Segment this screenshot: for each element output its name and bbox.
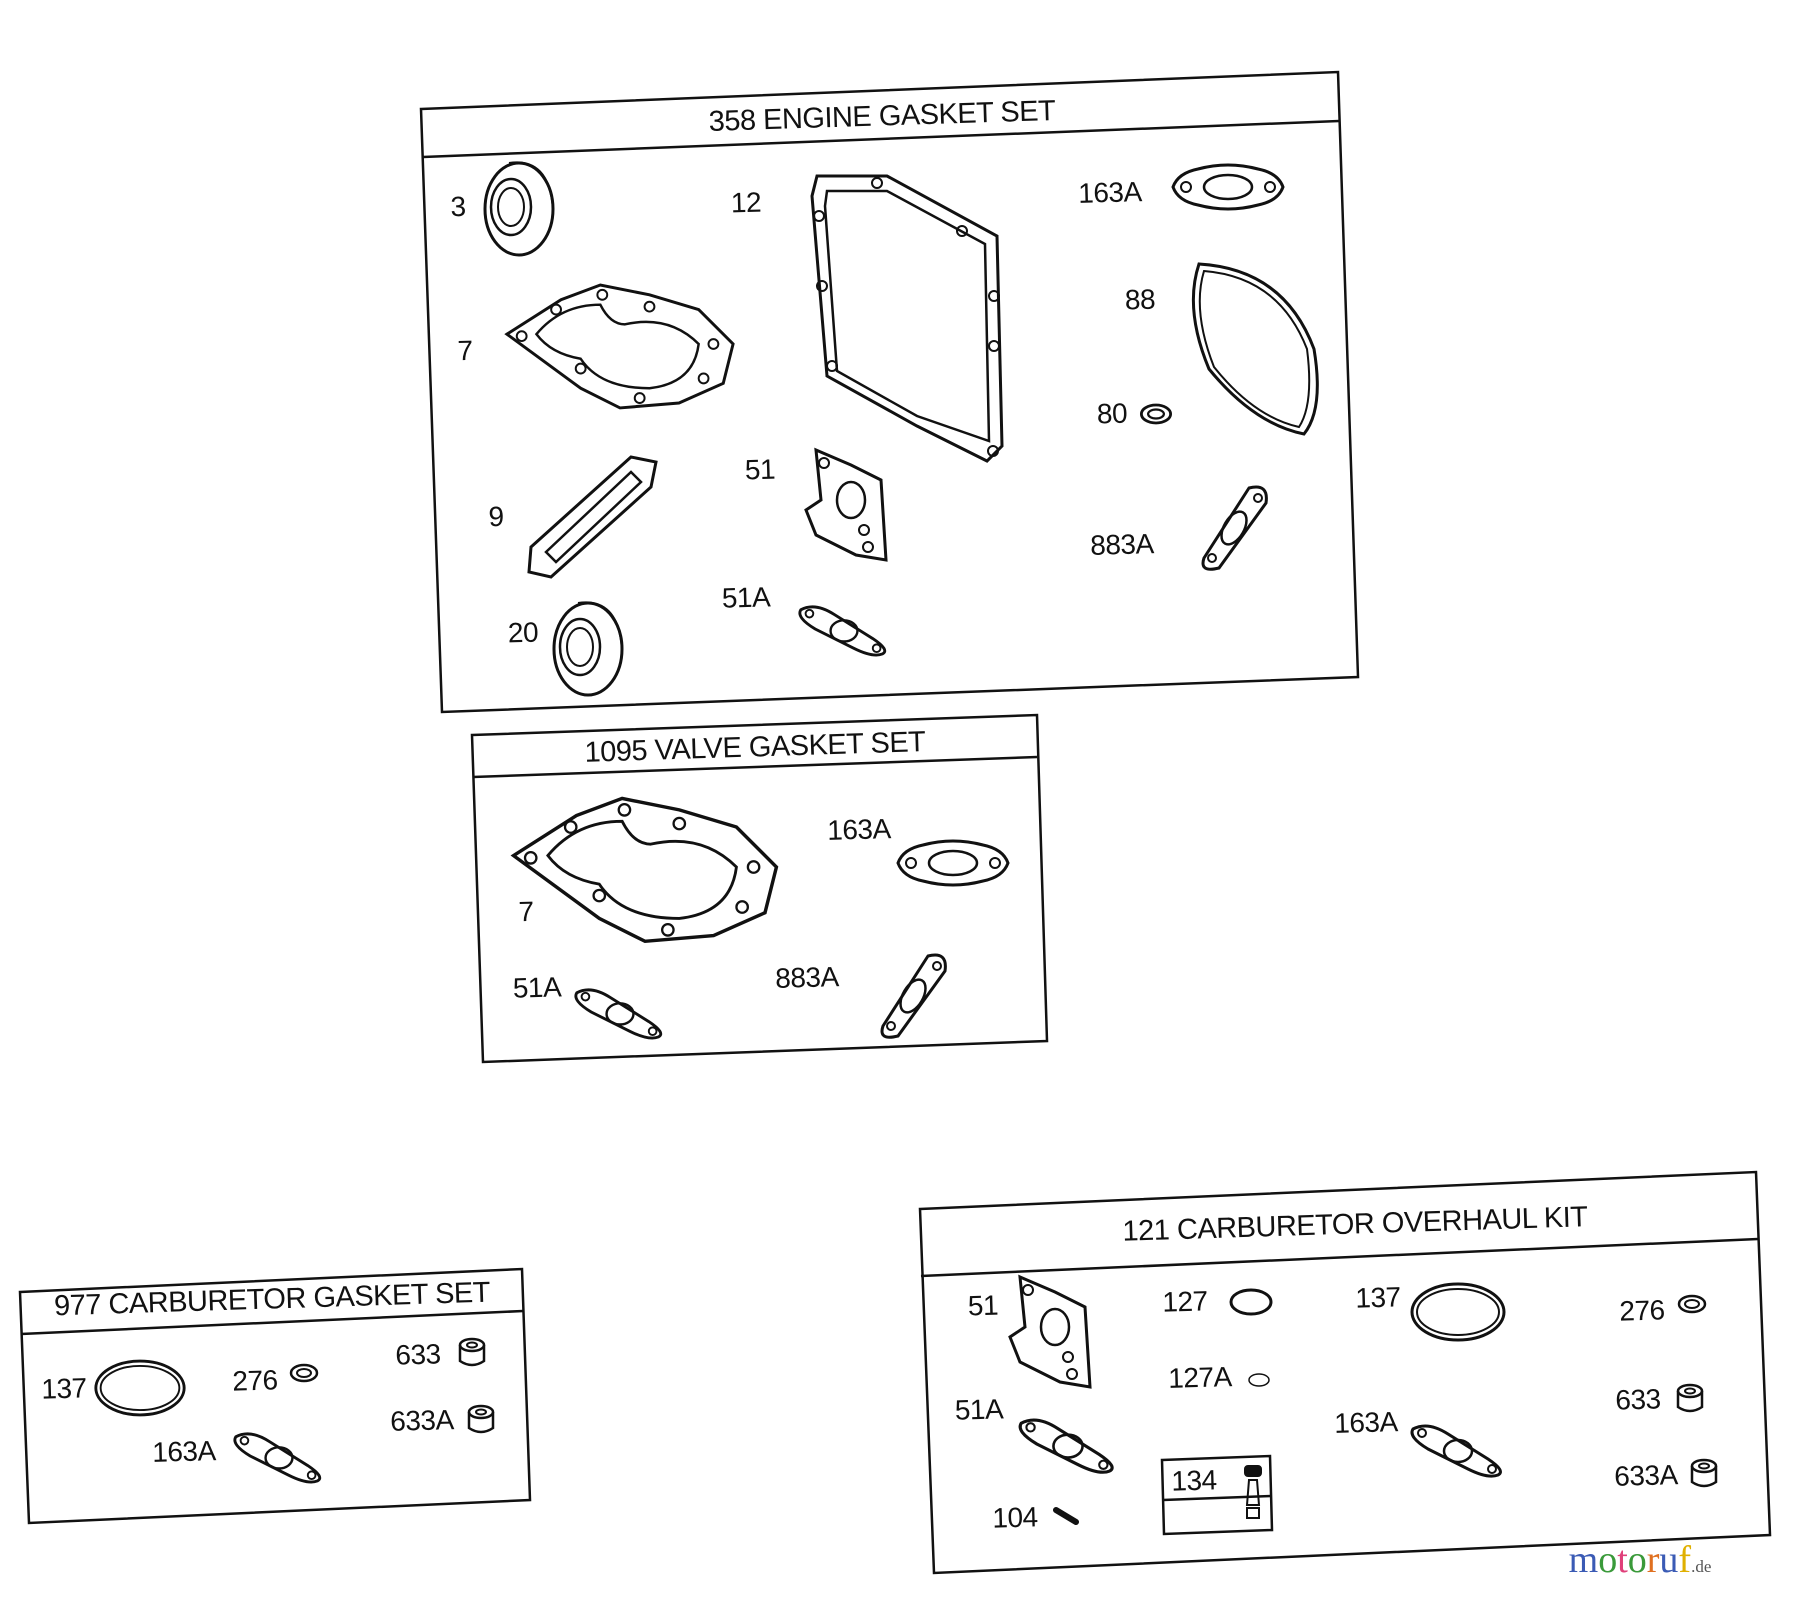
part-label: 137 xyxy=(40,1372,87,1405)
part-label: 7 xyxy=(457,334,473,367)
part-label: 883A xyxy=(774,961,840,994)
part-label: 51 xyxy=(967,1289,999,1322)
part-104-pin xyxy=(1053,1507,1079,1525)
watermark-letter: o xyxy=(1598,1539,1618,1581)
part-label: 12 xyxy=(730,186,762,219)
part-12-crankcase-gasket xyxy=(810,174,1004,463)
part-7-cylinder-head-gasket xyxy=(505,283,735,410)
part-label: 88 xyxy=(1124,283,1156,316)
part-label: 80 xyxy=(1096,397,1128,430)
watermark-letter: t xyxy=(1617,1539,1628,1581)
part-137-ring xyxy=(94,1359,186,1417)
part-7-cylinder-head-gasket xyxy=(511,796,779,944)
watermark-letter: r xyxy=(1646,1539,1660,1581)
part-883a-gasket xyxy=(1201,485,1268,571)
part-137-ring xyxy=(1410,1282,1506,1342)
part-51-intake-gasket xyxy=(1008,1275,1092,1389)
part-label: 3 xyxy=(450,190,466,223)
part-label: 276 xyxy=(1618,1294,1665,1327)
part-163a-gasket xyxy=(1171,163,1285,211)
part-label: 163A xyxy=(151,1435,217,1468)
watermark-logo: motoruf.de xyxy=(1569,1538,1712,1582)
part-276-washer xyxy=(289,1363,319,1383)
part-label: 137 xyxy=(1354,1281,1401,1314)
part-80-washer xyxy=(1141,405,1170,423)
part-label: 51 xyxy=(744,453,776,486)
part-label: 633A xyxy=(1613,1459,1679,1492)
part-label: 20 xyxy=(507,616,539,649)
part-127-welch-plug xyxy=(1229,1288,1273,1316)
part-label: 134 xyxy=(1170,1464,1217,1497)
part-88-gasket xyxy=(1191,262,1319,436)
part-633-bushing xyxy=(458,1337,486,1367)
watermark-tld: .de xyxy=(1691,1557,1712,1576)
part-label: 633A xyxy=(389,1404,455,1437)
watermark-letter: o xyxy=(1627,1539,1647,1581)
part-label: 127 xyxy=(1161,1285,1208,1318)
part-3-oil-seal xyxy=(483,160,555,257)
part-134-needle-kit xyxy=(1244,1465,1262,1519)
part-20-oil-seal xyxy=(552,600,624,697)
part-633a-bushing xyxy=(1690,1458,1718,1488)
watermark-letter: f xyxy=(1678,1539,1692,1581)
part-633a-bushing xyxy=(467,1404,495,1434)
part-51a-gasket xyxy=(1018,1418,1115,1475)
watermark-letter: m xyxy=(1568,1539,1599,1581)
part-163a-gasket xyxy=(896,839,1010,887)
part-51-intake-gasket xyxy=(804,448,888,562)
part-883a-gasket xyxy=(880,953,947,1039)
carburetor-overhaul-kit-frame xyxy=(918,1170,1772,1575)
valve-gasket-set-frame xyxy=(470,713,1049,1064)
part-label: 51A xyxy=(954,1393,1004,1426)
part-51a-gasket xyxy=(574,988,663,1040)
part-label: 163A xyxy=(1077,176,1143,209)
part-127a-plug xyxy=(1247,1372,1271,1388)
part-label: 127A xyxy=(1167,1361,1233,1394)
part-label: 51A xyxy=(512,971,562,1004)
part-label: 7 xyxy=(518,895,534,928)
part-label: 633 xyxy=(394,1338,441,1371)
part-276-washer xyxy=(1677,1294,1707,1314)
part-9-breather-gasket xyxy=(527,455,658,579)
part-label: 276 xyxy=(231,1364,278,1397)
carburetor-gasket-set-frame xyxy=(18,1267,532,1525)
part-label: 104 xyxy=(991,1501,1038,1534)
part-633-bushing xyxy=(1676,1383,1704,1413)
part-label: 163A xyxy=(826,813,892,846)
watermark-letter: u xyxy=(1659,1539,1679,1581)
part-163a-gasket xyxy=(233,1432,322,1484)
part-label: 163A xyxy=(1333,1406,1399,1439)
part-label: 883A xyxy=(1089,528,1155,561)
watermark-brand: motoruf xyxy=(1569,1539,1691,1581)
part-label: 51A xyxy=(721,581,771,614)
part-163a-gasket xyxy=(1410,1424,1503,1479)
part-51a-gasket xyxy=(798,605,887,657)
part-label: 9 xyxy=(488,500,504,533)
engine-gasket-set-frame xyxy=(419,70,1360,714)
part-label: 633 xyxy=(1614,1383,1661,1416)
